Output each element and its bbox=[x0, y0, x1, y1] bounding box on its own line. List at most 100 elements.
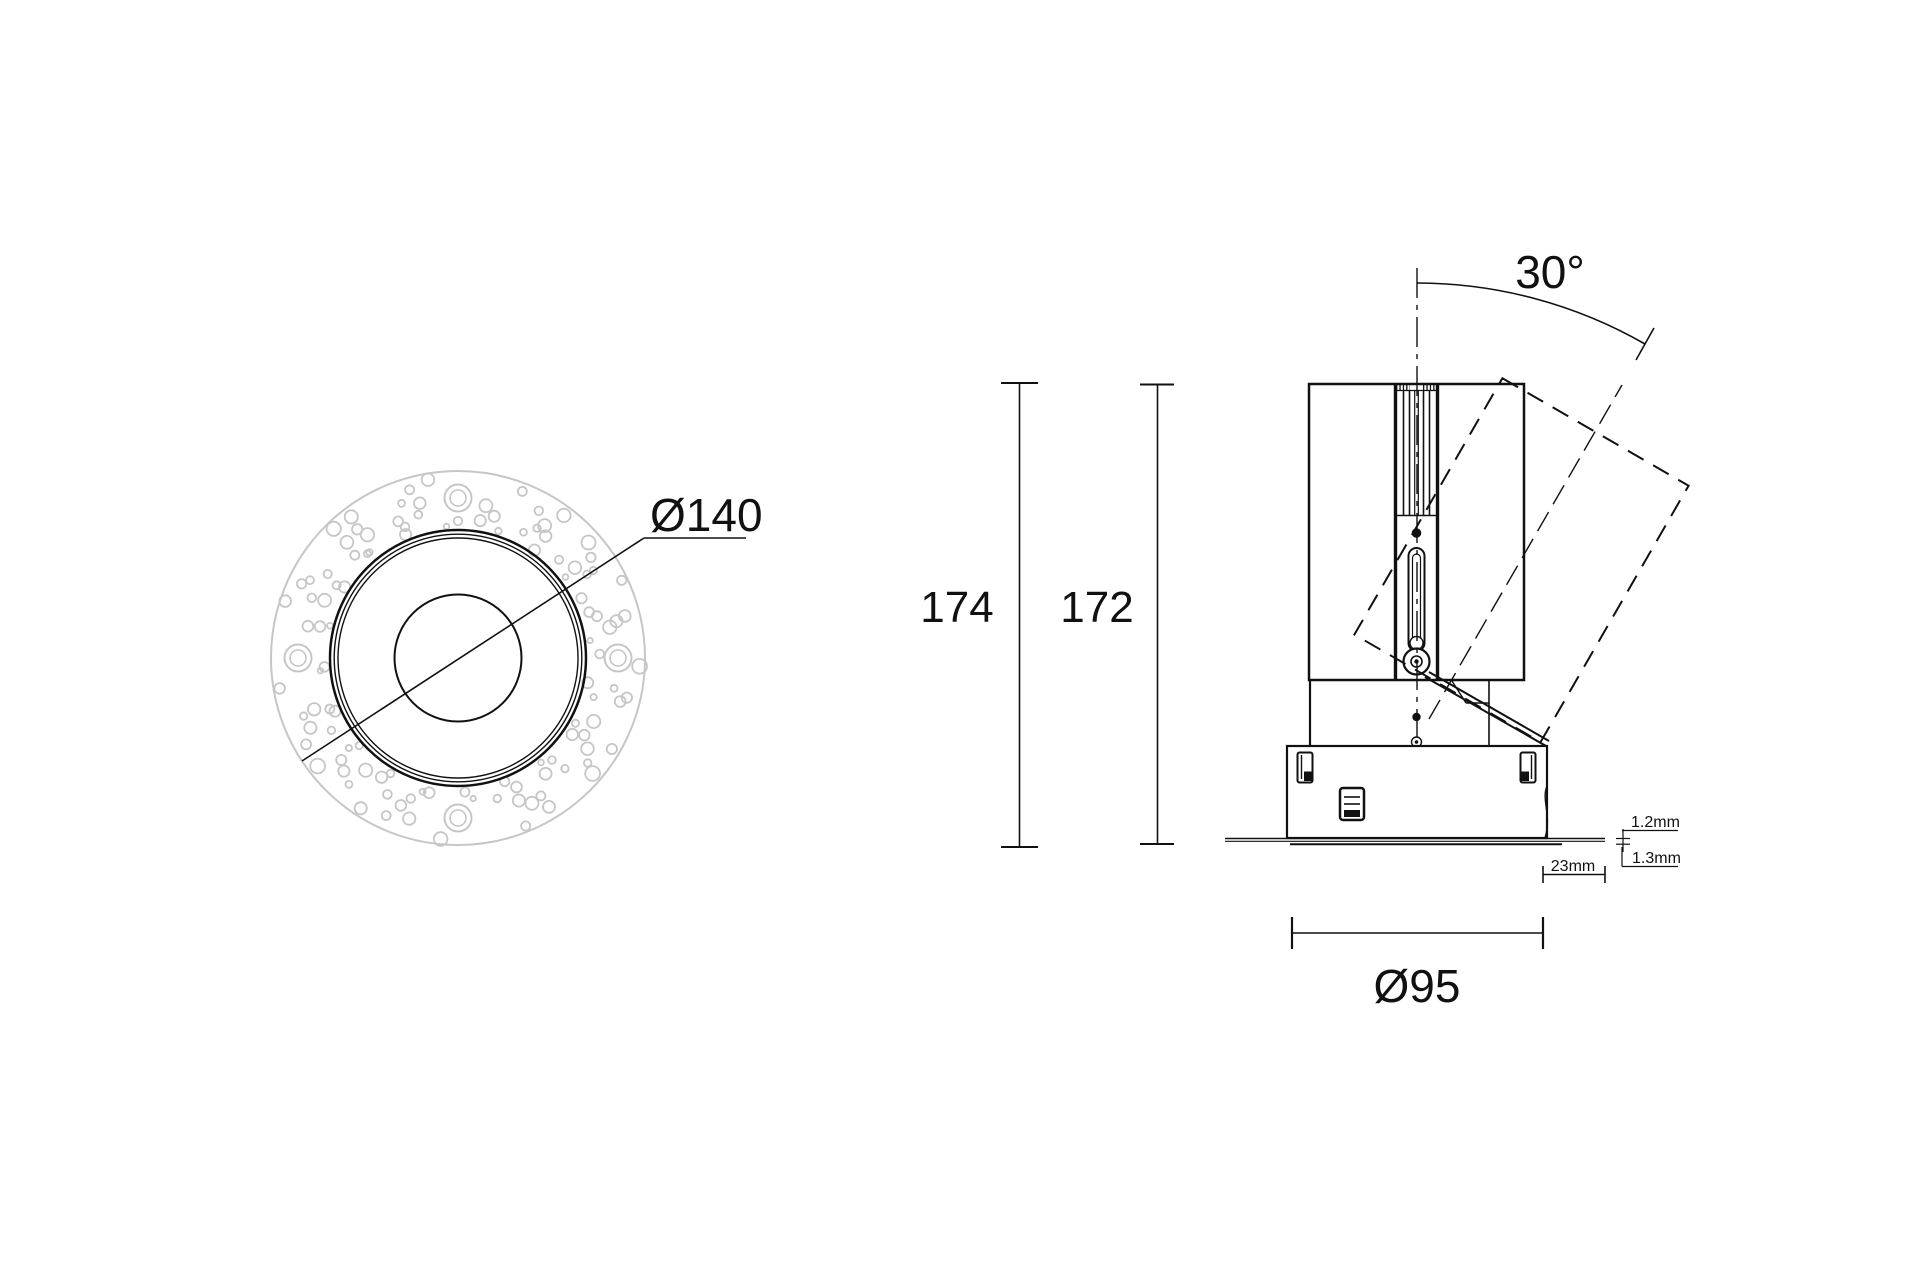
perforation-hole bbox=[309, 757, 326, 775]
dimension-trim-thickness: 1.2mm 1.3mm bbox=[1616, 814, 1681, 868]
connector-block bbox=[1338, 786, 1366, 822]
perforation-hole bbox=[399, 521, 411, 533]
perforation-hole bbox=[571, 718, 581, 728]
perforation-hole bbox=[510, 780, 523, 794]
perforation-hole bbox=[339, 534, 355, 550]
perforation-hole bbox=[575, 592, 588, 605]
perforation-hole bbox=[322, 569, 333, 580]
perforation-hole bbox=[520, 820, 532, 832]
spring-clip-left bbox=[1296, 751, 1314, 784]
perforation-hole bbox=[609, 683, 619, 693]
perforation-hole bbox=[353, 801, 368, 816]
perforation-hole bbox=[422, 786, 436, 799]
perforation-hole bbox=[359, 527, 375, 543]
perforation-hole bbox=[380, 810, 392, 821]
perforation-hole bbox=[591, 610, 603, 623]
perforation-hole bbox=[616, 574, 628, 586]
perforation-hole bbox=[537, 518, 552, 533]
dim-label-174: 174 bbox=[920, 583, 993, 632]
perforation-hole bbox=[584, 765, 601, 782]
recessed-housing bbox=[1285, 744, 1549, 840]
perforation-hole bbox=[382, 789, 393, 800]
screw-hole-left-inner bbox=[289, 649, 307, 667]
perforation-hole bbox=[392, 515, 405, 528]
perforation-hole bbox=[324, 703, 336, 715]
perforation-hole bbox=[585, 551, 597, 564]
perforation-hole bbox=[305, 575, 315, 586]
screw-hole-top bbox=[443, 483, 473, 513]
perforation-hole bbox=[413, 496, 427, 510]
tilted-rim-line-2 bbox=[1428, 671, 1550, 742]
spring-clip-left-foot bbox=[1304, 771, 1312, 781]
perforation-hole bbox=[278, 594, 292, 608]
tilt-arc bbox=[1416, 282, 1646, 345]
housing-outline bbox=[1285, 744, 1549, 840]
perforation-hole bbox=[432, 831, 449, 847]
perforation-hole bbox=[343, 509, 359, 525]
perforation-hole bbox=[487, 509, 501, 523]
perforation-hole bbox=[581, 676, 595, 690]
perforation-hole bbox=[524, 795, 540, 811]
screw-hole-bottom bbox=[443, 803, 473, 833]
perforation-hole bbox=[494, 526, 503, 536]
perforation-hole bbox=[473, 514, 487, 528]
tilt-pivot-center bbox=[1414, 740, 1419, 744]
light-aperture bbox=[393, 593, 523, 723]
dimension-cutout: Ø95 bbox=[1290, 917, 1545, 1012]
perforation-hole bbox=[354, 741, 364, 751]
perforation-hole bbox=[365, 548, 374, 557]
perforation-hole bbox=[273, 682, 286, 695]
perforation-hole bbox=[594, 648, 605, 660]
spring-clip-right-foot bbox=[1521, 771, 1529, 781]
perforation-hole bbox=[358, 762, 374, 778]
perforation-hole bbox=[295, 578, 308, 590]
perforation-pattern bbox=[273, 472, 648, 847]
perforation-hole bbox=[578, 728, 591, 742]
perforation-hole bbox=[317, 592, 333, 608]
dim-label-1-3mm: 1.3mm bbox=[1632, 850, 1681, 867]
screw-hole-right-inner bbox=[609, 649, 627, 667]
perforation-hole bbox=[442, 522, 451, 531]
perforation-hole bbox=[307, 702, 322, 717]
dimension-tilt-angle: 30° bbox=[1416, 246, 1655, 361]
perforation-hole bbox=[511, 793, 526, 808]
perforation-hole bbox=[583, 758, 593, 768]
perforation-hole bbox=[631, 657, 648, 675]
perforation-hole bbox=[374, 770, 389, 784]
perforation-hole bbox=[580, 534, 597, 551]
perforation-hole bbox=[420, 472, 436, 487]
perforation-hole bbox=[620, 691, 633, 704]
perforation-hole bbox=[402, 811, 417, 826]
perforation-hole bbox=[613, 695, 627, 708]
perforation-hole bbox=[586, 636, 594, 645]
dimension-height-total: 174 bbox=[920, 382, 1038, 848]
perforation-hole bbox=[300, 738, 313, 751]
bezel-ring-outer bbox=[328, 528, 588, 788]
dim-label-diameter-140: Ø140 bbox=[650, 489, 763, 541]
perforation-hole bbox=[452, 515, 464, 527]
trim-outer-circle bbox=[270, 470, 646, 846]
perforation-hole bbox=[516, 485, 528, 497]
perforation-hole bbox=[303, 720, 318, 735]
perforation-hole bbox=[538, 529, 553, 543]
dim-label-1-2mm: 1.2mm bbox=[1631, 814, 1680, 831]
dim-label-172: 172 bbox=[1060, 583, 1133, 632]
screw-hole-right bbox=[603, 643, 633, 673]
perforation-hole bbox=[542, 800, 556, 814]
perforation-hole bbox=[588, 565, 598, 576]
perforation-hole bbox=[404, 484, 416, 496]
perforation-hole bbox=[538, 766, 553, 781]
perforation-hole bbox=[344, 780, 354, 789]
perforation-hole bbox=[580, 741, 595, 756]
housing-break-line bbox=[1544, 785, 1549, 839]
perforation-hole bbox=[405, 793, 417, 804]
tilted-rim-line-1 bbox=[1424, 676, 1547, 747]
tilted-axis-line bbox=[1428, 384, 1623, 720]
perforation-hole bbox=[326, 621, 334, 630]
perforation-hole bbox=[325, 520, 342, 537]
dimension-edge-offset: 23mm bbox=[1542, 858, 1606, 883]
screw-hole-left bbox=[283, 643, 313, 673]
screw-hole-top-inner bbox=[449, 489, 467, 507]
